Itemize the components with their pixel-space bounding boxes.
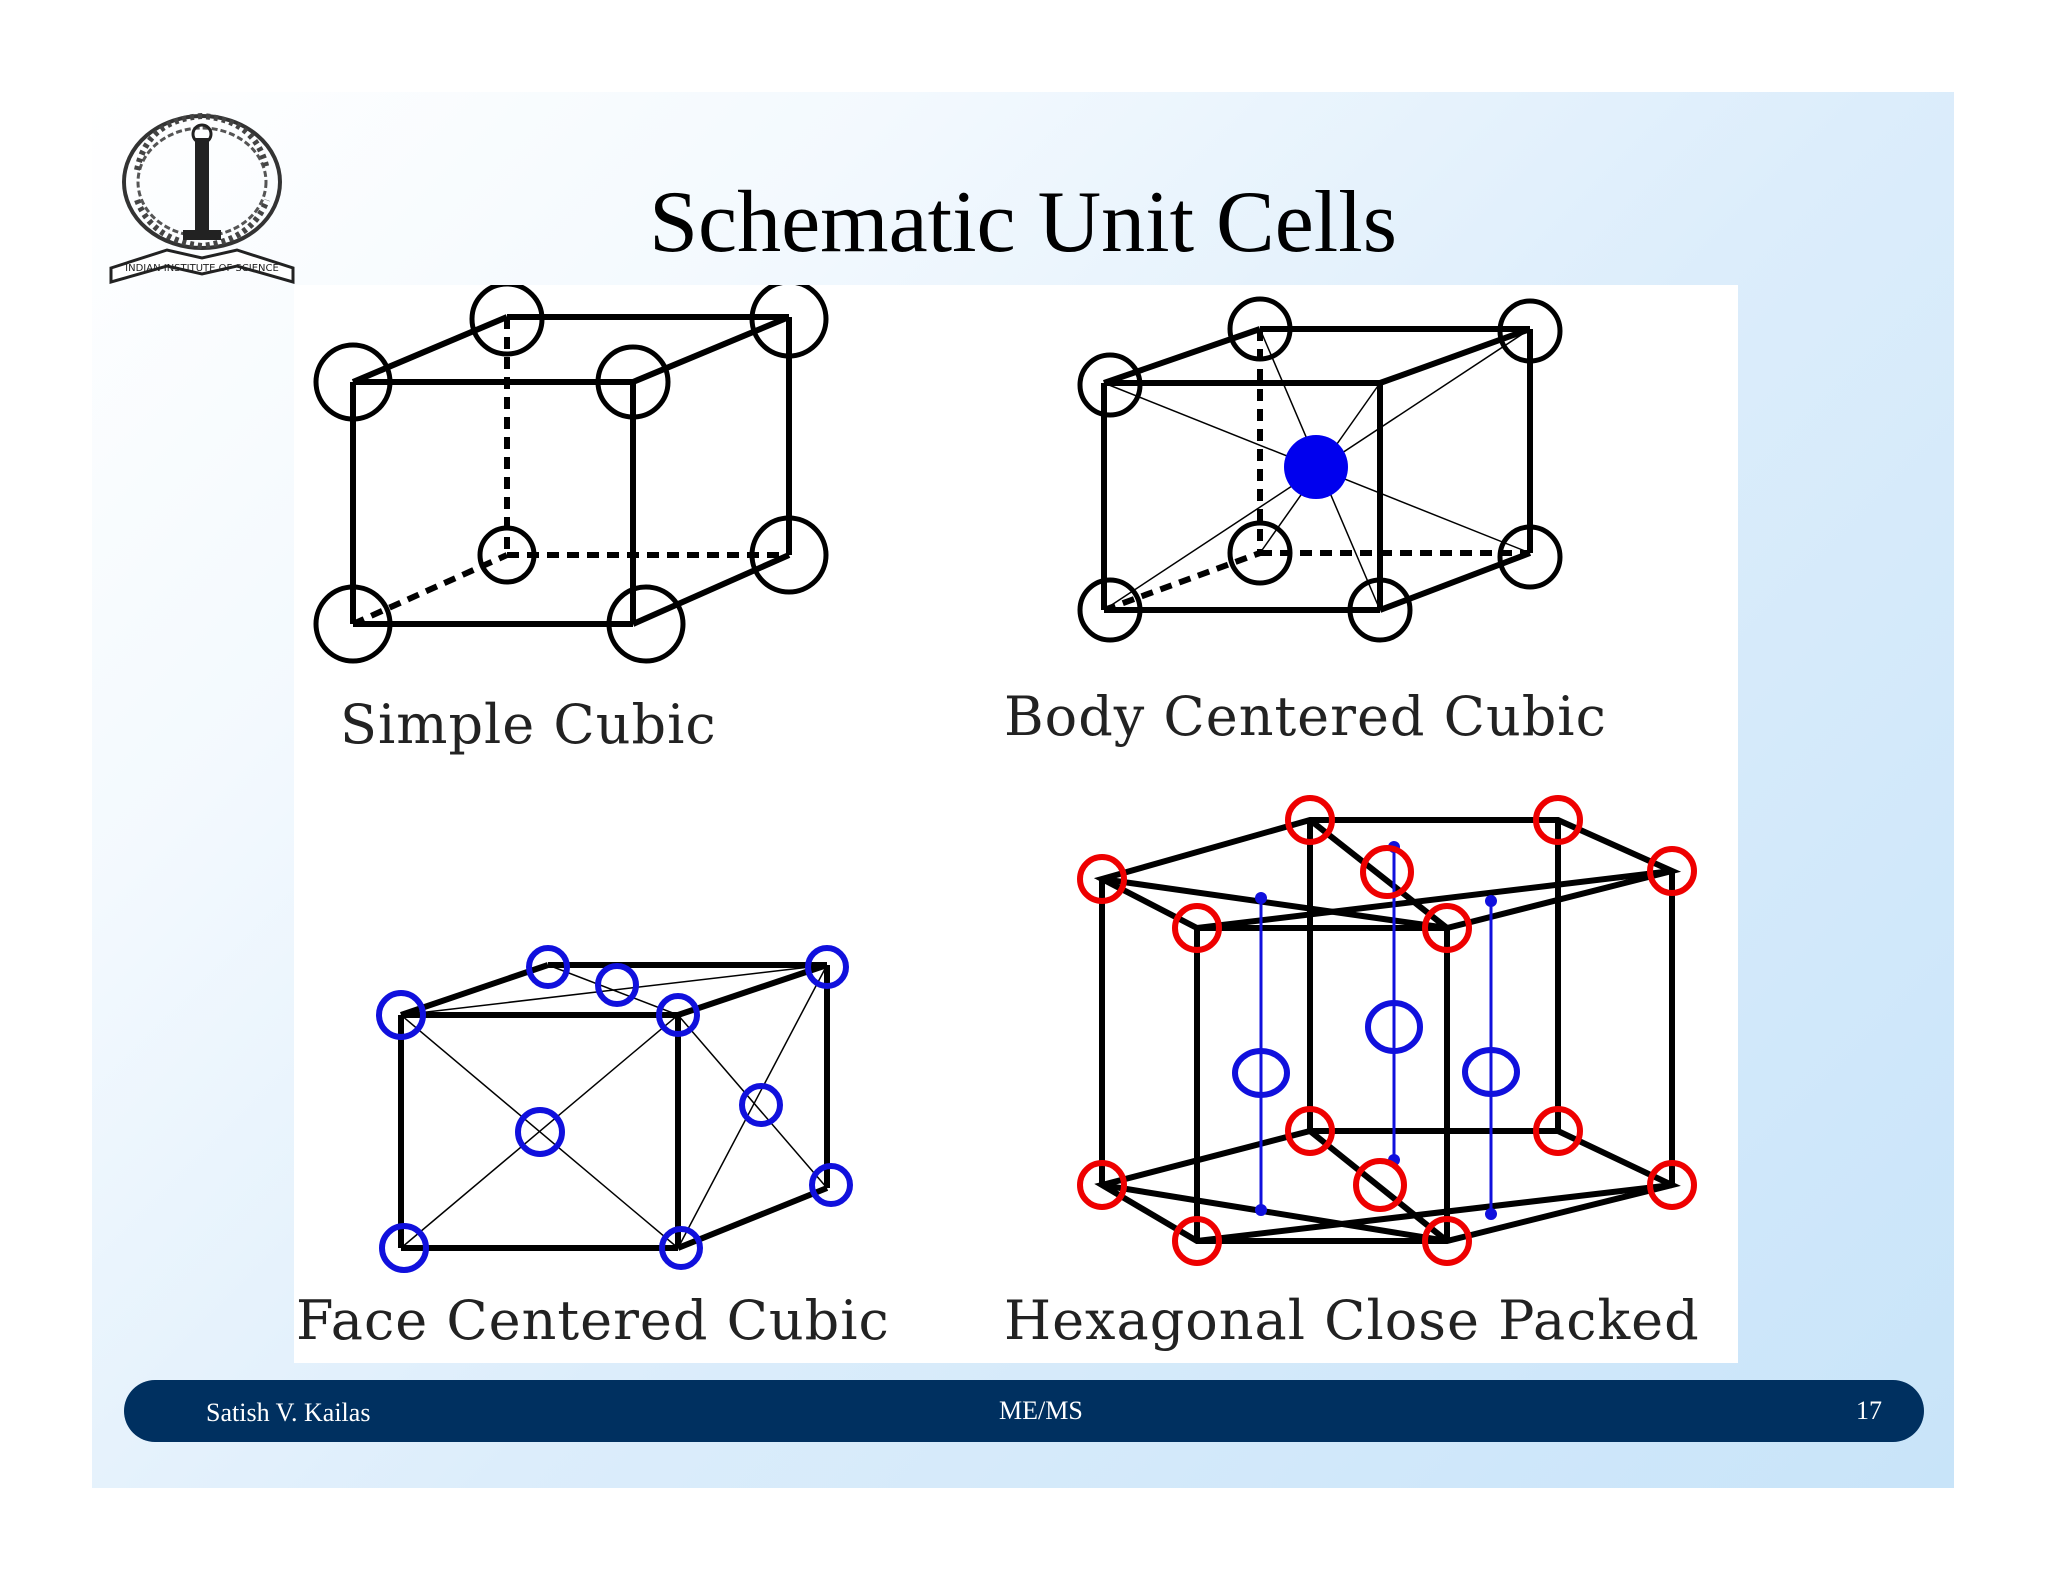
footer-page-number: 17 (1856, 1396, 1882, 1425)
fcc-diagram (376, 945, 853, 1273)
simple-cubic-label: Simple Cubic (340, 693, 717, 756)
simple-cubic-diagram (313, 285, 829, 664)
footer-author: Satish V. Kailas (206, 1398, 371, 1427)
fcc-atoms (376, 945, 853, 1273)
footer-course: ME/MS (999, 1396, 1083, 1425)
simple-cubic-atoms (313, 285, 829, 664)
iisc-logo: INDIAN INSTITUTE OF SCIENCE (107, 100, 297, 290)
hcp-corner-atoms (1077, 795, 1697, 1266)
iisc-emblem-icon: INDIAN INSTITUTE OF SCIENCE (109, 112, 295, 284)
slide-title: Schematic Unit Cells (649, 174, 1397, 271)
bcc-center-atom (1284, 435, 1348, 499)
fcc-label: Face Centered Cubic (296, 1289, 890, 1352)
unit-cells-svg (313, 285, 1697, 1273)
slide: INDIAN INSTITUTE OF SCIENCE Schematic Un… (92, 92, 1954, 1488)
bcc-corner-atoms (1077, 296, 1563, 643)
hcp-inner-atoms (1232, 1000, 1520, 1098)
footer-bar: Satish V. Kailas ME/MS 17 (124, 1380, 1924, 1442)
unit-cell-figure: Simple Cubic Body Centered Cubic Face Ce… (294, 285, 1738, 1363)
bcc-diagram (1077, 296, 1563, 643)
hcp-label: Hexagonal Close Packed (1004, 1289, 1700, 1352)
hcp-diagram (1077, 795, 1697, 1266)
svg-text:INDIAN INSTITUTE OF SCIENCE: INDIAN INSTITUTE OF SCIENCE (125, 263, 279, 274)
bcc-label: Body Centered Cubic (1004, 685, 1607, 748)
